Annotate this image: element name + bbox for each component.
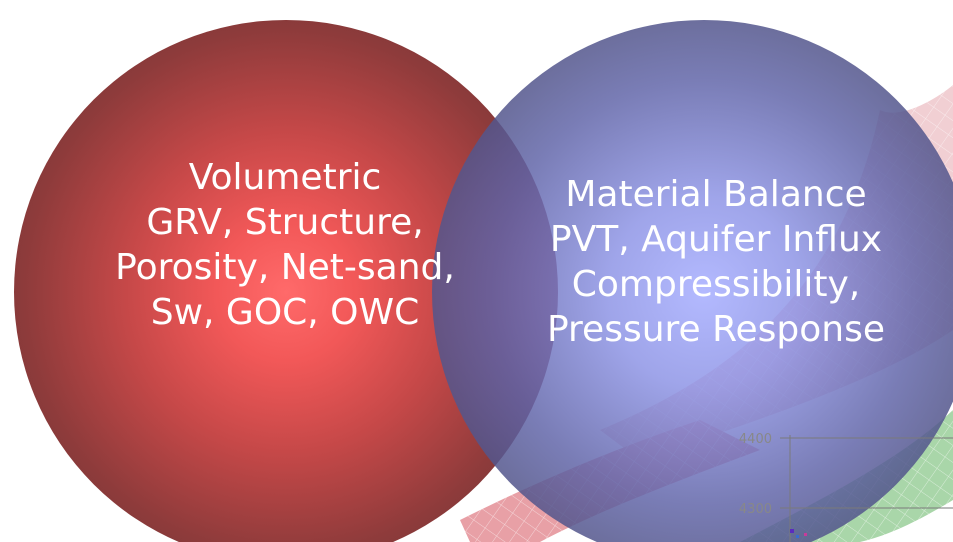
volumetric-line-1: GRV, Structure, [146,202,424,243]
material-balance-line-3: Pressure Response [546,309,886,350]
material-balance-line-2: Compressibility, [571,264,861,305]
chart-point-marker [796,535,799,538]
material-balance-line-1: PVT, Aquifer Influx [549,219,883,260]
inset-chart: 4400 4300 [739,432,953,542]
volumetric-line-3: Sw, GOC, OWC [150,292,420,333]
material-balance-label: Material Balance PVT, Aquifer Influx Com… [486,172,946,352]
chart-point-marker [790,529,794,533]
chart-point-marker [804,533,807,536]
volumetric-label: Volumetric GRV, Structure, Porosity, Net… [60,155,510,335]
volumetric-title: Volumetric [188,157,382,198]
volumetric-line-2: Porosity, Net-sand, [115,247,455,288]
material-balance-title: Material Balance [565,174,867,215]
chart-tick-label-4300: 4300 [739,502,772,517]
material-balance-circle [432,20,953,542]
chart-tick-label-4400: 4400 [739,432,772,447]
